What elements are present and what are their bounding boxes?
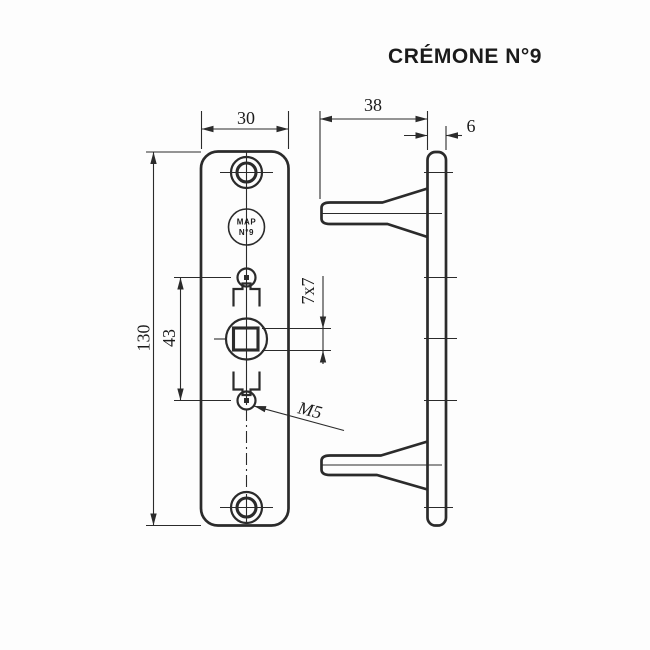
side-plate-outline [426, 150, 448, 527]
side-view [320, 150, 457, 527]
logo-medallion: MAP N°9 [227, 208, 266, 246]
dim-arm-depth: 38 [319, 95, 429, 199]
upper-bracket [232, 282, 261, 307]
dim-square-hole-label: 7x7 [298, 278, 318, 305]
dim-plate-height-label: 130 [134, 325, 154, 352]
square-spindle-hole [224, 317, 269, 361]
dim-plate-thickness-label: 6 [467, 116, 476, 136]
lower-thread-hole [236, 390, 257, 411]
dim-plate-thickness: 6 [404, 116, 476, 150]
top-screw-hole [229, 155, 264, 190]
bottom-screw-hole [229, 490, 264, 525]
front-plate-outline [199, 150, 290, 527]
dim-hole-spacing: 43 [159, 276, 231, 402]
logo-line2: N°9 [239, 228, 254, 237]
dim-plate-width-label: 30 [237, 108, 255, 128]
dim-arm-depth-label: 38 [364, 95, 382, 115]
dim-plate-height: 130 [134, 151, 201, 527]
dim-plate-width: 30 [200, 108, 290, 149]
dim-square-hole: 7x7 [262, 276, 331, 364]
dim-thread-callout: M5 [253, 397, 345, 432]
drawing-title: CRÉMONE N°9 [388, 45, 542, 68]
lower-bracket [232, 371, 261, 397]
lower-arm [320, 440, 428, 491]
upper-thread-hole [236, 267, 257, 288]
dim-hole-spacing-label: 43 [159, 329, 179, 347]
logo-line1: MAP [237, 218, 257, 227]
upper-arm [320, 187, 428, 239]
front-view: MAP N°9 [199, 150, 290, 527]
